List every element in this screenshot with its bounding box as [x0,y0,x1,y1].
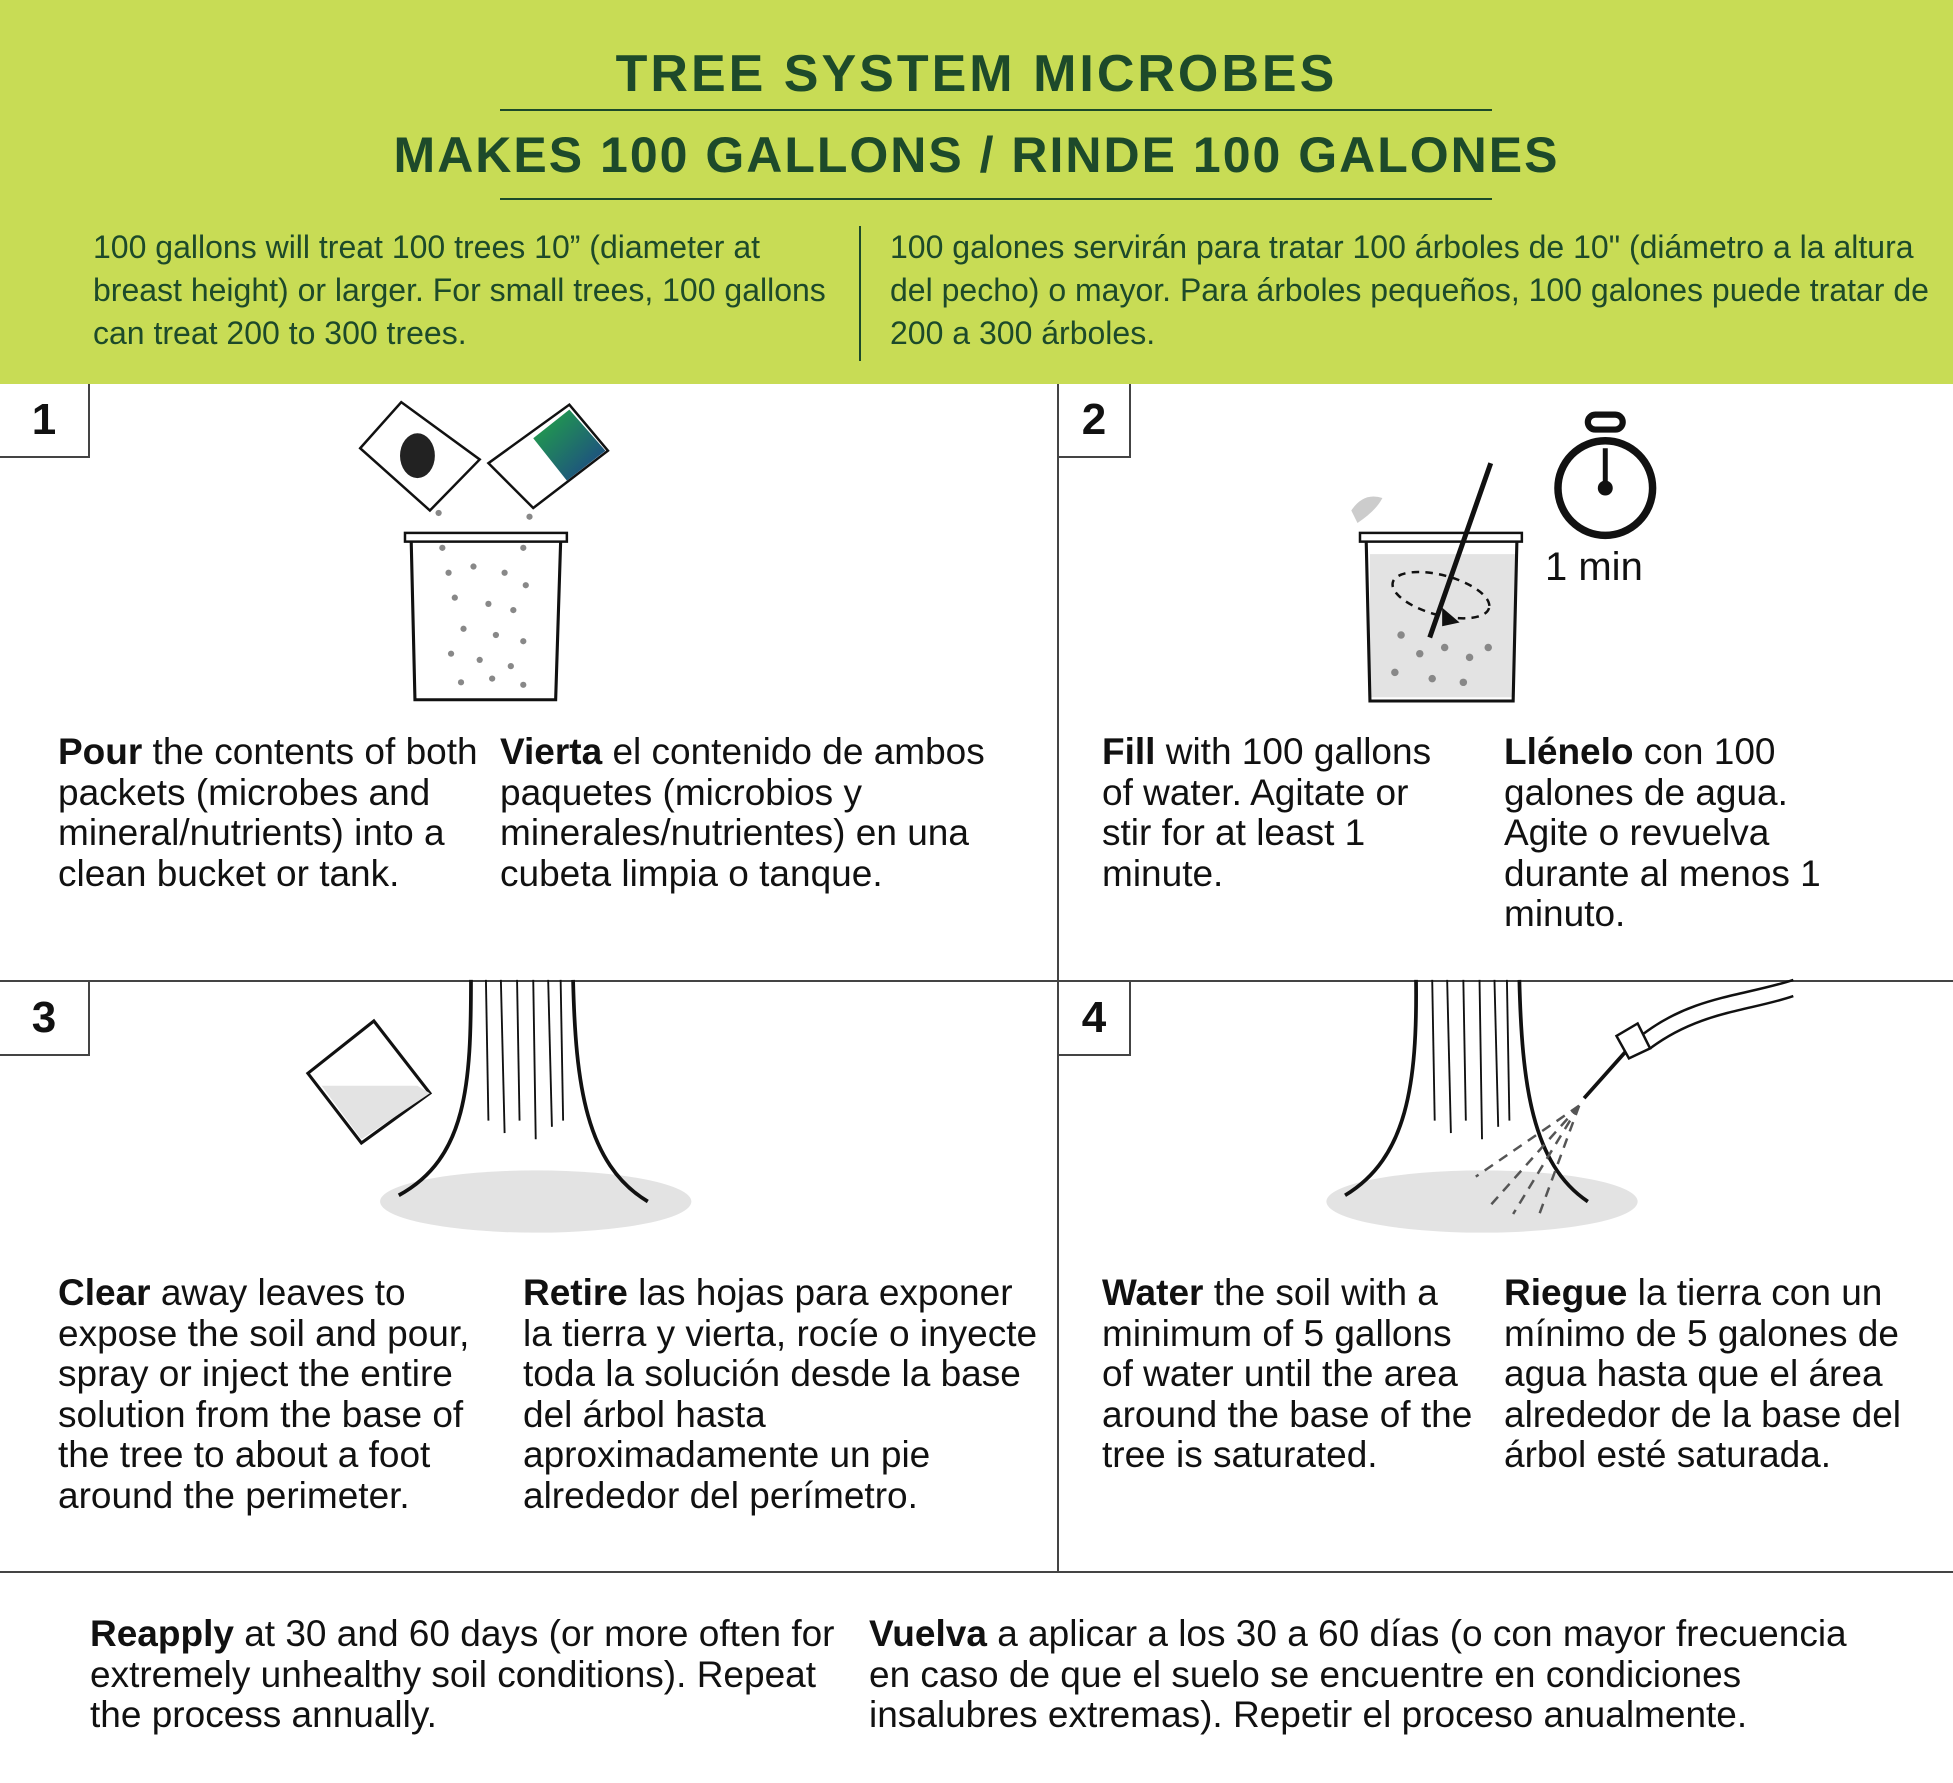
header-banner [0,0,1953,384]
intro-spanish: 100 galones servirán para tratar 100 árb… [890,229,1929,351]
step-2-spanish: Llénelo con 100 galones de agua. Agite o… [1504,731,1821,934]
microbe-packet-icon [358,400,482,513]
page-subtitle: MAKES 100 GALLONS / RINDE 100 GALONES [393,127,1560,183]
step-3-spanish: Retire las hojas para exponer la tierra … [523,1272,1038,1516]
step-4-spanish: Riegue la tierra con un mínimo de 5 galo… [1504,1272,1902,1475]
grid-vertical-divider [1057,384,1059,1572]
timer-label: 1 min [1545,545,1643,589]
grid-bottom-divider [0,1571,1953,1573]
title-divider [500,109,1492,111]
tree-hose-icon [1326,978,1794,1233]
reapply-spanish: Vuelva a aplicar a los 30 a 60 días (o c… [869,1613,1847,1735]
intro-divider [859,226,861,361]
water-bucket-stir-icon [1351,462,1524,703]
step-2-english: Fill with 100 gallons of water. Agitate … [1102,731,1432,894]
step-3-english: Clear away leaves to expose the soil and… [58,1272,470,1516]
subtitle-divider [500,198,1492,200]
step-1-spanish: Vierta el contenido de ambos paquetes (m… [500,731,985,894]
step-4-english: Water the soil with a minimum of 5 gallo… [1102,1272,1473,1475]
step-number-2: 2 [1059,384,1131,458]
step-number-3: 3 [0,982,90,1056]
stopwatch-icon [1554,411,1657,540]
nutrient-packet-icon [486,402,610,510]
intro-english: 100 gallons will treat 100 trees 10” (di… [93,229,826,351]
page-title: TREE SYSTEM MICROBES [615,45,1338,103]
step-1-english: Pour the contents of both packets (micro… [58,731,478,894]
tree-pour-icon [305,979,692,1233]
reapply-english: Reapply at 30 and 60 days (or more often… [90,1613,835,1735]
step-number-1: 1 [0,384,90,458]
grid-middle-divider [0,980,1953,982]
bucket-with-granules-icon [403,509,569,702]
step-number-4: 4 [1059,982,1131,1056]
